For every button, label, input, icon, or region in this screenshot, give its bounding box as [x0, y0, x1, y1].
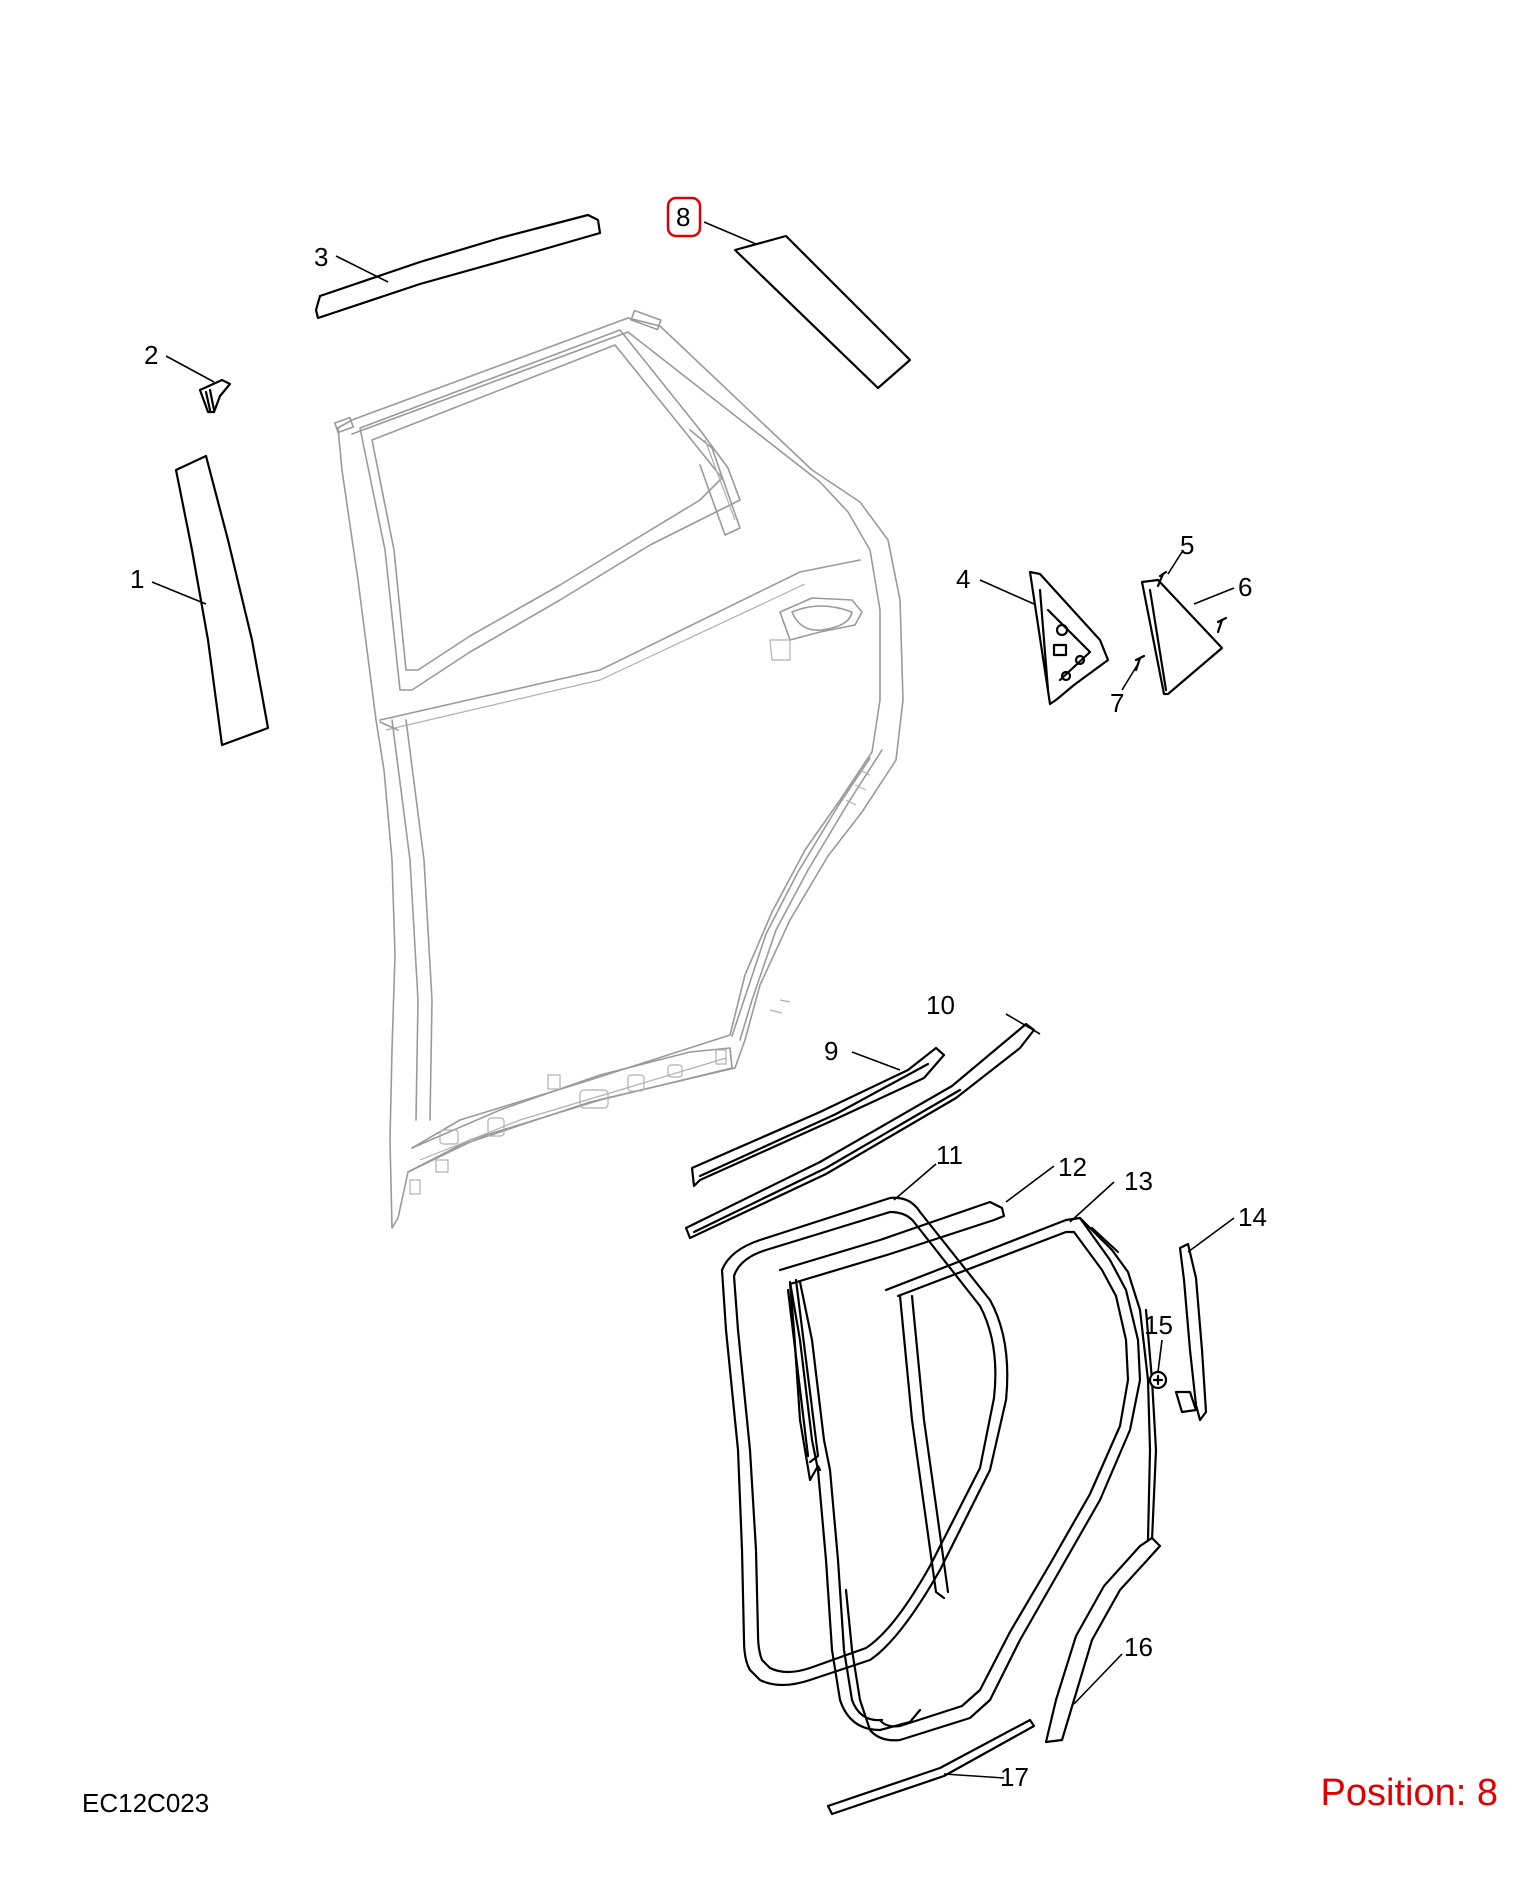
part-7-fastener — [1134, 654, 1146, 672]
leader-lines — [151, 221, 1235, 1779]
part-17-lower-sill-seal — [826, 1718, 1036, 1816]
part-6-fastener — [1216, 616, 1228, 634]
callout-17: 17 — [1000, 1762, 1029, 1792]
callout-7: 7 — [1110, 688, 1124, 718]
part-16-lower-rear-seal — [1044, 1536, 1162, 1744]
callout-11: 11 — [936, 1140, 963, 1170]
callout-8-highlight — [666, 196, 702, 238]
part-1-b-pillar-applique — [174, 454, 270, 747]
callout-4: 4 — [956, 564, 970, 594]
callout-10: 10 — [926, 990, 955, 1020]
part-15-clip — [1148, 1370, 1168, 1390]
diagram-code: EC12C023 — [82, 1788, 210, 1818]
part-8-rear-applique — [733, 234, 912, 390]
part-11-door-seal — [720, 1196, 1009, 1687]
callout-1: 1 — [130, 564, 144, 594]
callout-15: 15 — [1144, 1310, 1173, 1340]
callout-5: 5 — [1180, 530, 1194, 560]
callout-9: 9 — [824, 1036, 838, 1066]
part-14-rear-channel — [1174, 1242, 1208, 1422]
callout-2: 2 — [144, 340, 158, 370]
part-2-clip — [198, 378, 232, 414]
position-label: Position: 8 — [1320, 1772, 1498, 1814]
part-13-primary-seal — [844, 1216, 1158, 1742]
part-4-corner-trim — [1028, 570, 1110, 706]
callout-8: 8 — [676, 202, 690, 232]
callout-13: 13 — [1124, 1166, 1153, 1196]
part-5-fastener — [1156, 570, 1168, 588]
rear-door-shell — [333, 309, 904, 1229]
part-12-glass-run — [778, 1200, 1006, 1732]
callout-12: 12 — [1058, 1152, 1087, 1182]
callout-14: 14 — [1238, 1202, 1267, 1232]
callout-6: 6 — [1238, 572, 1252, 602]
part-3-upper-moulding — [314, 213, 602, 320]
callout-3: 3 — [314, 242, 328, 272]
part-10-outer-belt-strip — [684, 1022, 1036, 1240]
callout-labels: 1 2 3 4 5 6 7 8 9 10 11 12 13 14 15 16 1… — [130, 202, 1267, 1792]
callout-16: 16 — [1124, 1632, 1153, 1662]
